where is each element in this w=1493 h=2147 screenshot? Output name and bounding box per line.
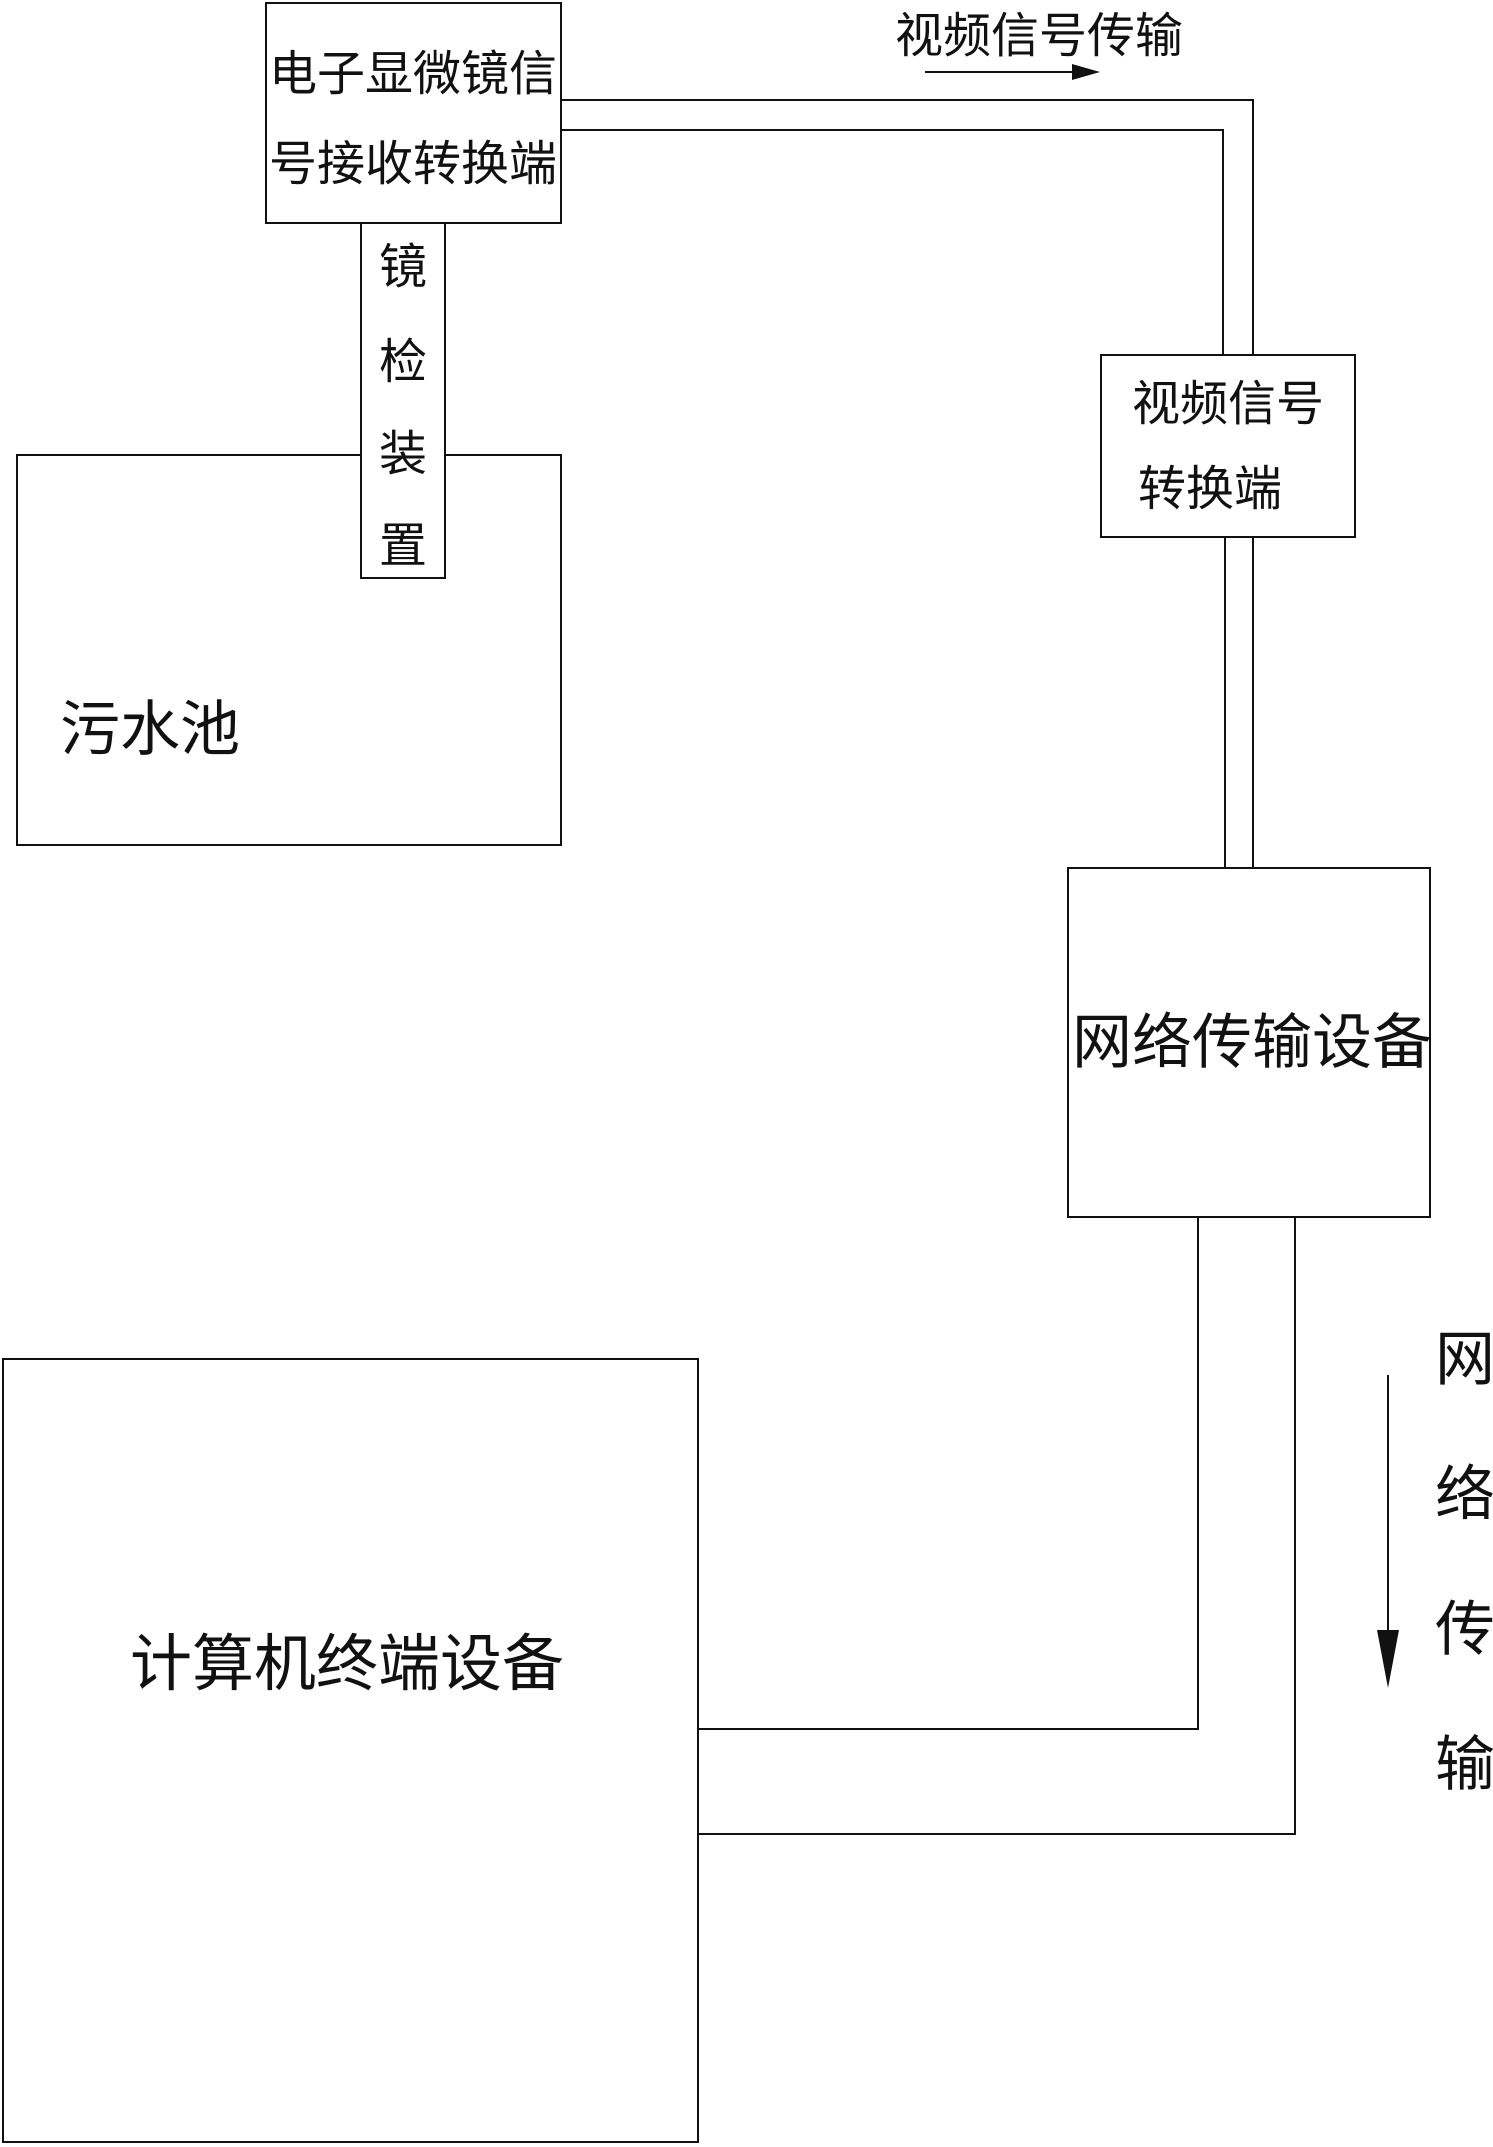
video-transmission-arrow-head [1072,64,1100,80]
network-device-box: 网络传输设备 [1067,867,1432,1218]
network-transmission-char-3: 传 [1435,1595,1493,1665]
computer-terminal-box: 计算机终端设备 [2,1358,699,2143]
sewage-tank-label: 污水池 [60,695,240,765]
connection-wires [562,99,1296,1835]
microscope-probe-box: 镜 检 装 置 [360,222,446,579]
network-transmission-char-2: 络 [1435,1460,1493,1530]
computer-terminal-label: 计算机终端设备 [130,1627,564,1700]
video-transmission-label: 视频信号传输 [895,8,1183,64]
probe-label-char-2: 检 [379,334,427,390]
video-converter-box: 视频信号 转换端 [1100,354,1356,538]
probe-label-char-3: 装 [379,426,427,482]
receiver-label-line-2: 号接收转换端 [269,136,557,192]
network-device-label: 网络传输设备 [1072,1008,1432,1078]
wire-receiver-to-converter-inner [562,129,1224,355]
video-transmission-annotation: 视频信号传输 [895,8,1183,80]
wire-receiver-to-converter-outer [562,99,1254,355]
wire-network-to-computer-inner [698,1217,1199,1730]
probe-label-char-1: 镜 [379,239,427,295]
network-transmission-arrow-head [1377,1630,1399,1688]
network-transmission-annotation: 网 络 传 输 [1377,1325,1493,1800]
video-converter-label-line-1: 视频信号 [1132,376,1324,432]
wire-network-to-computer-outer [698,1217,1296,1835]
video-converter-label-line-2: 转换端 [1138,461,1282,517]
network-transmission-char-1: 网 [1435,1325,1493,1395]
sewage-tank-box: 污水池 [16,454,562,846]
receiver-label-line-1: 电子显微镜信 [269,46,557,102]
probe-label-char-4: 置 [379,518,427,574]
network-transmission-char-4: 输 [1435,1730,1493,1800]
microscope-receiver-box: 电子显微镜信 号接收转换端 [265,2,562,224]
